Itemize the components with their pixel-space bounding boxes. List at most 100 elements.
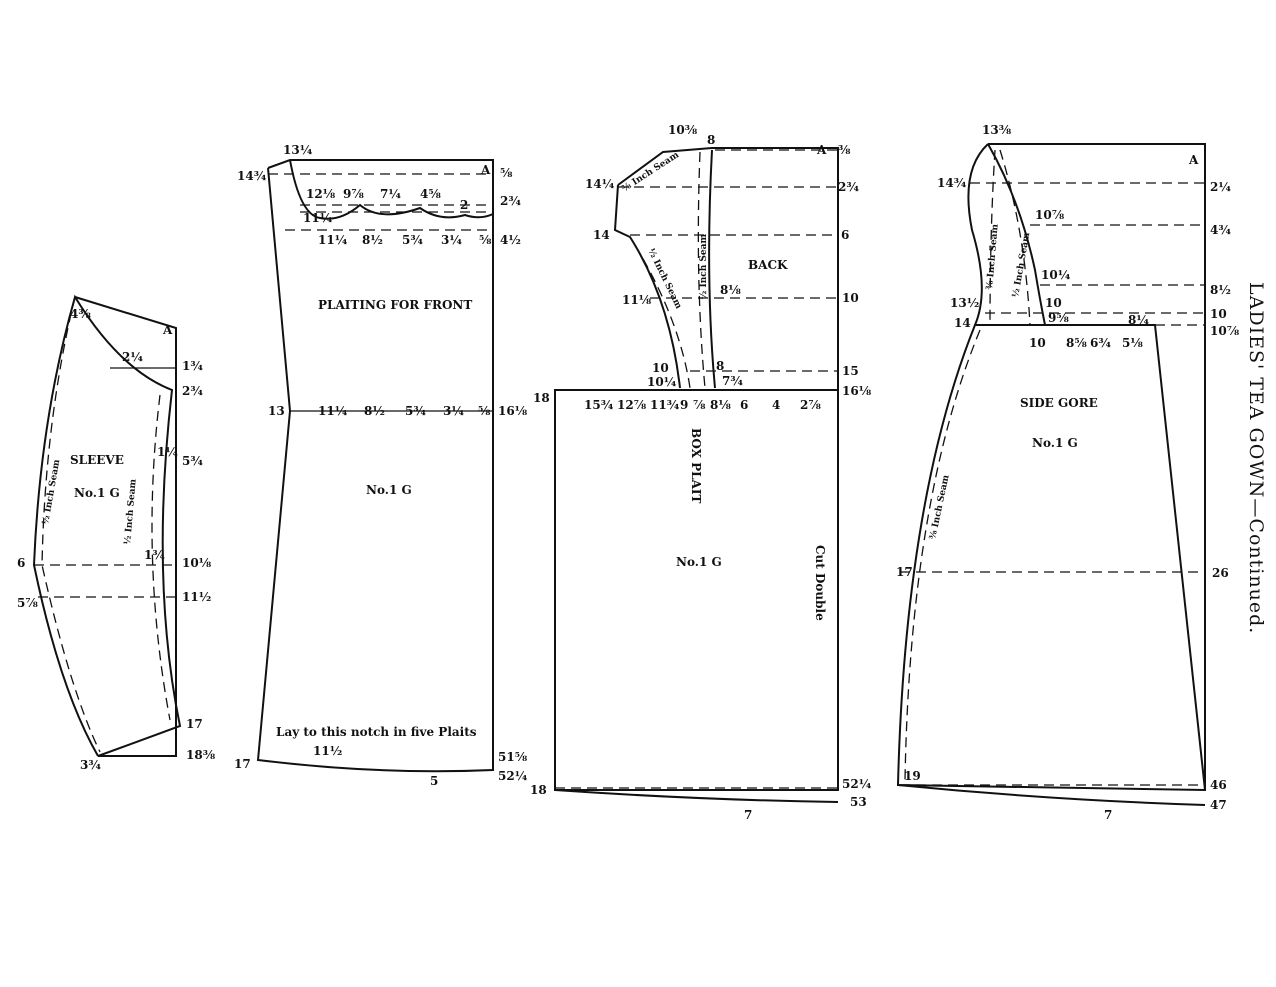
sleeve-seam-label: ½ Inch Seam bbox=[40, 458, 62, 525]
measurement-label: 52¼ bbox=[842, 777, 872, 791]
measurement-label: A bbox=[1188, 153, 1199, 167]
measurement-label: 26 bbox=[1212, 566, 1229, 580]
measurement-label: ⅜ bbox=[838, 143, 851, 157]
measurement-label: 10⅞ bbox=[1035, 208, 1065, 222]
plaiting-front-piece bbox=[256, 159, 494, 773]
measurement-label: 4⅜ bbox=[70, 307, 91, 321]
measurement-label: 8⅝ bbox=[1066, 336, 1087, 350]
measurement-label: 1¾ bbox=[144, 548, 165, 562]
cut-double-label: Cut Double bbox=[813, 545, 827, 621]
measurement-label: 52¼ bbox=[498, 769, 528, 783]
measurement-label: 2¾ bbox=[182, 384, 203, 398]
measurement-label: 1¼ bbox=[157, 445, 178, 459]
measurement-label: 18 bbox=[533, 391, 550, 405]
back-size: No.1 G bbox=[676, 555, 722, 569]
side-gore-name: SIDE GORE bbox=[1020, 396, 1098, 410]
measurement-label: 17 bbox=[234, 757, 251, 771]
measurement-label: 8½ bbox=[1210, 283, 1231, 297]
measurement-label: 14¾ bbox=[937, 176, 967, 190]
measurement-label: 8⅛ bbox=[710, 398, 731, 412]
measurement-label: ⅞ bbox=[693, 398, 706, 412]
plaiting-size: No.1 G bbox=[366, 483, 412, 497]
sleeve-seam-label-2: ½ Inch Seam bbox=[122, 478, 139, 545]
measurement-label: 47 bbox=[1210, 798, 1227, 812]
measurement-label: 51⅝ bbox=[498, 750, 528, 764]
measurement-label: 13⅜ bbox=[982, 123, 1012, 137]
measurement-label: 12⅛ bbox=[306, 187, 336, 201]
measurement-label: 5¾ bbox=[182, 454, 203, 468]
measurement-label: 8½ bbox=[362, 233, 383, 247]
sleeve-size: No.1 G bbox=[74, 486, 120, 500]
side-gore-piece bbox=[896, 143, 1206, 806]
measurement-label: 14¾ bbox=[237, 169, 267, 183]
measurement-label: 10⅜ bbox=[668, 123, 698, 137]
measurement-label: A bbox=[162, 323, 173, 337]
measurement-label: 16⅛ bbox=[498, 404, 528, 418]
measurement-label: 5⅞ bbox=[17, 596, 38, 610]
measurement-label: 3¼ bbox=[441, 233, 462, 247]
measurement-label: 10¼ bbox=[647, 375, 677, 389]
measurement-label: 7 bbox=[1104, 808, 1112, 822]
back-piece bbox=[554, 147, 839, 803]
measurement-label: 11½ bbox=[182, 590, 211, 604]
measurement-label: 11¼ bbox=[318, 233, 348, 247]
measurement-label: 13¼ bbox=[283, 143, 313, 157]
measurement-label: 13½ bbox=[950, 296, 979, 310]
measurement-label: 14 bbox=[593, 228, 610, 242]
measurement-label: 8 bbox=[716, 359, 724, 373]
back-seam-label: ½ Inch Seam bbox=[698, 234, 709, 300]
sleeve-name: SLEEVE bbox=[70, 453, 124, 467]
measurement-label: 15 bbox=[842, 364, 859, 378]
measurement-label: 2¾ bbox=[838, 180, 859, 194]
measurement-label: 10⅛ bbox=[182, 556, 212, 570]
measurement-label: 4⅝ bbox=[420, 187, 441, 201]
measurement-label: 13 bbox=[268, 404, 285, 418]
measurement-label: 9⅞ bbox=[343, 187, 364, 201]
measurement-label: 12⅞ bbox=[617, 398, 647, 412]
measurement-label: 15¾ bbox=[584, 398, 614, 412]
measurement-label: 5¾ bbox=[402, 233, 423, 247]
measurement-label: 10 bbox=[652, 361, 669, 375]
measurement-label: 5¾ bbox=[405, 404, 426, 418]
measurement-label: 7 bbox=[744, 808, 752, 822]
measurement-label: 16⅛ bbox=[842, 384, 872, 398]
measurement-label: 4¾ bbox=[1210, 223, 1231, 237]
measurement-label: 3¼ bbox=[443, 404, 464, 418]
measurement-label: 6 bbox=[17, 556, 25, 570]
measurement-label: 53 bbox=[850, 795, 867, 809]
measurement-label: 5⅛ bbox=[1122, 336, 1143, 350]
measurement-label: 8⅛ bbox=[720, 283, 741, 297]
measurement-label: 6 bbox=[841, 228, 849, 242]
measurement-label: ⅝ bbox=[479, 233, 492, 247]
side-gore-seam-label-3: ⅜ Inch Seam bbox=[928, 474, 952, 541]
measurement-label: 11¾ bbox=[650, 398, 680, 412]
measurement-label: 10 bbox=[842, 291, 859, 305]
plaiting-name: PLAITING FOR FRONT bbox=[318, 298, 472, 312]
measurement-label: 6 bbox=[740, 398, 748, 412]
measurement-label: 8 bbox=[707, 133, 715, 147]
measurement-label: 4½ bbox=[500, 233, 521, 247]
measurement-label: 10⅞ bbox=[1210, 324, 1240, 338]
measurement-label: A bbox=[480, 163, 491, 177]
measurement-label: 14¼ bbox=[585, 177, 615, 191]
measurement-label: 11¼ bbox=[318, 404, 348, 418]
measurement-label: 18⅜ bbox=[186, 748, 216, 762]
measurement-label: 9⅝ bbox=[1048, 311, 1069, 325]
measurement-label: 17 bbox=[186, 717, 203, 731]
measurement-label: 18 bbox=[530, 783, 547, 797]
measurement-label: 4 bbox=[772, 398, 780, 412]
measurement-label: 46 bbox=[1210, 778, 1227, 792]
measurement-label: ⅝ bbox=[500, 166, 513, 180]
measurement-label: 1¾ bbox=[182, 359, 203, 373]
measurement-label: 2¼ bbox=[1210, 180, 1231, 194]
side-gore-seam-label-2: ⅜ Inch Seam bbox=[985, 223, 1001, 290]
measurement-label: 3¾ bbox=[80, 758, 101, 772]
measurement-label: 2¾ bbox=[500, 194, 521, 208]
measurement-label: 11½ bbox=[313, 744, 342, 758]
side-gore-size: No.1 G bbox=[1032, 436, 1078, 450]
measurement-label: 2 bbox=[460, 198, 468, 212]
measurement-label: 10 bbox=[1210, 307, 1227, 321]
measurement-label: 14 bbox=[954, 316, 971, 330]
measurement-label: 10 bbox=[1029, 336, 1046, 350]
